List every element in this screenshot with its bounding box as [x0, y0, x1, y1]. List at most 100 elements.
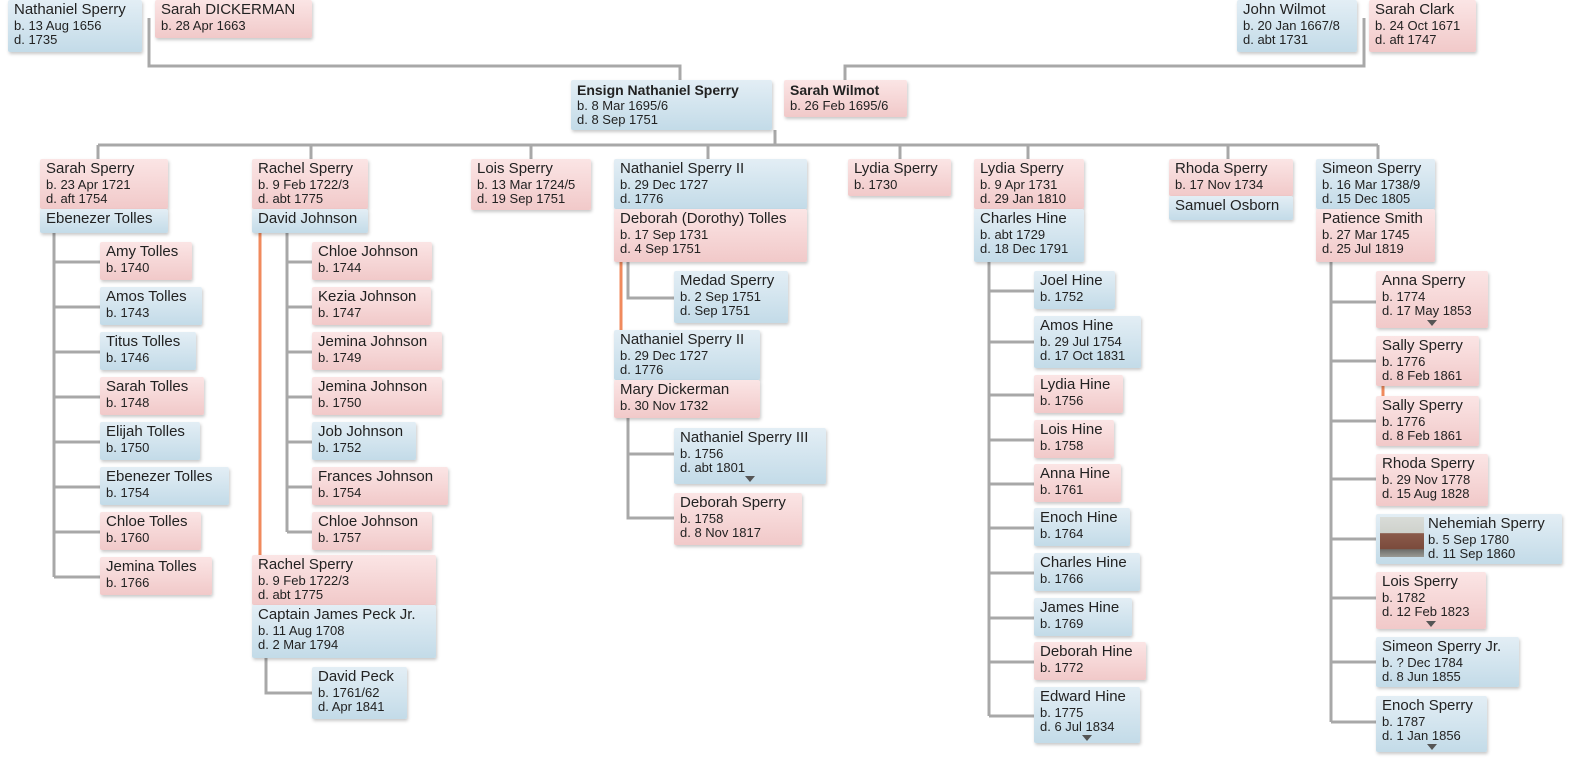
person-card[interactable]: Nathaniel Sperry II b. 29 Dec 1727 d. 17…: [614, 330, 760, 380]
person-name: Sally Sperry: [1382, 337, 1463, 354]
person-card[interactable]: Rhoda Sperry b. 29 Nov 1778 d. 15 Aug 18…: [1376, 454, 1488, 506]
expand-descendants-icon[interactable]: [1082, 735, 1092, 741]
spouse-card[interactable]: Patience Smith b. 27 Mar 1745 d. 25 Jul …: [1316, 209, 1435, 262]
spouse-card[interactable]: Deborah (Dorothy) Tolles b. 17 Sep 1731 …: [614, 209, 807, 262]
focus-person-card[interactable]: Ensign Nathaniel Sperry b. 8 Mar 1695/6 …: [571, 80, 772, 130]
person-card[interactable]: John Wilmot b. 20 Jan 1667/8 d. abt 1731: [1237, 0, 1357, 52]
person-card[interactable]: Rachel Sperry b. 9 Feb 1722/3 d. abt 177…: [252, 555, 436, 605]
person-card[interactable]: Nathaniel Sperry II b. 29 Dec 1727 d. 17…: [614, 159, 807, 209]
expand-descendants-icon[interactable]: [1427, 320, 1437, 326]
person-card[interactable]: Lydia Sperry b. 9 Apr 1731 d. 29 Jan 181…: [974, 159, 1084, 209]
person-name: Nathaniel Sperry II: [620, 331, 745, 348]
person-name: Nathaniel Sperry III: [680, 429, 809, 446]
death-date: d. aft 1747: [1375, 32, 1437, 47]
person-card[interactable]: Rhoda Sperry b. 17 Nov 1734: [1169, 159, 1293, 196]
birth-date: b. 30 Nov 1732: [620, 398, 709, 413]
expand-descendants-icon[interactable]: [1426, 621, 1436, 627]
spouse-card[interactable]: Mary Dickerman b. 30 Nov 1732: [614, 380, 760, 418]
birth-date: b. 1730: [854, 177, 898, 192]
birth-date: b. 1750: [106, 440, 150, 455]
person-photo-thumbnail[interactable]: [1380, 517, 1424, 557]
death-date: d. 8 Jun 1855: [1382, 669, 1461, 684]
person-card[interactable]: Simeon Sperry Jr. b. ? Dec 1784 d. 8 Jun…: [1376, 637, 1519, 687]
birth-date: b. 13 Aug 1656: [14, 18, 102, 33]
person-card[interactable]: Simeon Sperry b. 16 Mar 1738/9 d. 15 Dec…: [1316, 159, 1435, 209]
birth-date: b. 1761: [1040, 482, 1084, 497]
spouse-card[interactable]: Captain James Peck Jr. b. 11 Aug 1708 d.…: [252, 605, 436, 658]
person-card[interactable]: Lois Sperry b. 13 Mar 1724/5 d. 19 Sep 1…: [471, 159, 591, 210]
person-card[interactable]: Lydia Sperry b. 1730: [848, 159, 951, 196]
person-card[interactable]: Anna Sperry b. 1774 d. 17 May 1853: [1376, 271, 1488, 328]
spouse-card[interactable]: Ebenezer Tolles: [40, 209, 168, 233]
birth-date: b. 1748: [106, 395, 150, 410]
person-name: Nehemiah Sperry: [1428, 515, 1545, 532]
person-card[interactable]: Nathaniel Sperry III b. 1756 d. abt 1801: [674, 428, 826, 484]
person-card[interactable]: Enoch Sperry b. 1787 d. 1 Jan 1856: [1376, 696, 1487, 752]
death-date: d. Apr 1841: [318, 699, 385, 714]
person-card[interactable]: Sally Sperry b. 1776 d. 8 Feb 1861: [1376, 336, 1479, 386]
birth-date: b. 27 Mar 1745: [1322, 227, 1410, 242]
expand-descendants-icon[interactable]: [745, 476, 755, 482]
person-card[interactable]: Medad Sperry b. 2 Sep 1751 d. Sep 1751: [674, 271, 788, 323]
birth-date: b. 1740: [106, 260, 150, 275]
birth-date: b. 1750: [318, 395, 362, 410]
person-name: Charles Hine: [980, 210, 1067, 227]
person-card[interactable]: Sarah Clark b. 24 Oct 1671 d. aft 1747: [1369, 0, 1476, 52]
person-card[interactable]: David Peck b. 1761/62 d. Apr 1841: [312, 667, 407, 719]
spouse-card[interactable]: Charles Hine b. abt 1729 d. 18 Dec 1791: [974, 209, 1084, 262]
person-card[interactable]: Edward Hine b. 1775 d. 6 Jul 1834: [1034, 687, 1140, 743]
person-card[interactable]: Deborah Sperry b. 1758 d. 8 Nov 1817: [674, 493, 802, 545]
person-card[interactable]: Rachel Sperry b. 9 Feb 1722/3 d. abt 177…: [252, 159, 368, 209]
person-card[interactable]: Nehemiah Sperry b. 5 Sep 1780 d. 11 Sep …: [1376, 514, 1562, 564]
birth-date: b. 1749: [318, 350, 362, 365]
person-name: Ensign Nathaniel Sperry: [577, 82, 739, 98]
spouse-card[interactable]: David Johnson: [252, 209, 368, 233]
person-name: Deborah Sperry: [680, 494, 786, 511]
person-name: Deborah (Dorothy) Tolles: [620, 210, 787, 227]
death-date: d. 8 Sep 1751: [577, 112, 658, 127]
death-date: d. Sep 1751: [680, 303, 751, 318]
death-date: d. 19 Sep 1751: [477, 191, 566, 206]
death-date: d. abt 1801: [680, 460, 746, 475]
person-name: Chloe Tolles: [106, 513, 188, 530]
birth-date: b. abt 1729: [980, 227, 1046, 242]
birth-date: b. ? Dec 1784: [1382, 655, 1463, 670]
spouse-card[interactable]: Samuel Osborn: [1169, 196, 1293, 220]
person-name: Frances Johnson: [318, 468, 434, 485]
person-card[interactable]: Lois Sperry b. 1782 d. 12 Feb 1823: [1376, 572, 1486, 629]
expand-descendants-icon[interactable]: [1426, 744, 1437, 750]
person-card[interactable]: Sarah DICKERMAN b. 28 Apr 1663: [155, 0, 312, 38]
death-date: d. 2 Mar 1794: [258, 637, 339, 652]
person-card[interactable]: Sally Sperry b. 1776 d. 8 Feb 1861: [1376, 396, 1479, 446]
person-name: Patience Smith: [1322, 210, 1423, 227]
person-card[interactable]: Nathaniel Sperry b. 13 Aug 1656 d. 1735: [8, 0, 142, 52]
birth-date: b. 16 Mar 1738/9: [1322, 177, 1421, 192]
focus-spouse-card[interactable]: Sarah Wilmot b. 26 Feb 1695/6: [784, 80, 907, 117]
person-card[interactable]: Sarah Sperry b. 23 Apr 1721 d. aft 1754: [40, 159, 168, 209]
